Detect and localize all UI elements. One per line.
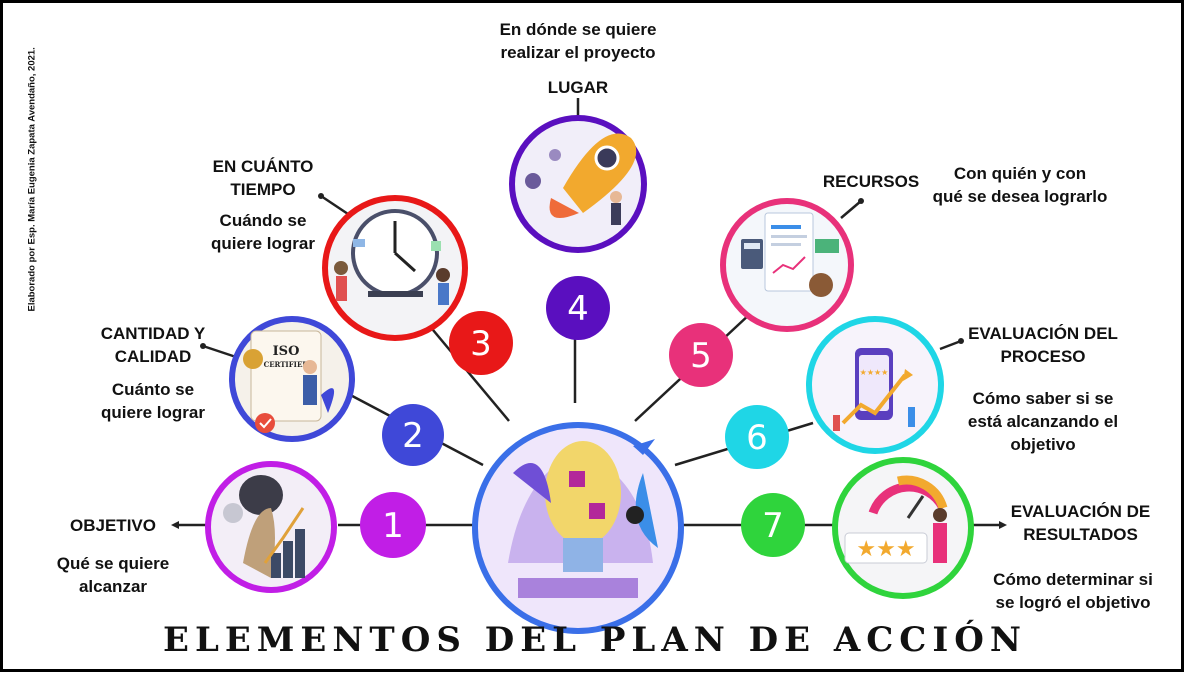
number-7: 7 — [762, 506, 784, 546]
description-recursos: Con quién y con qué se desea lograrlo — [932, 164, 1108, 206]
arrowhead-1 — [171, 521, 179, 529]
heading-objetivo: OBJETIVO — [70, 516, 156, 535]
number-badge-1: 1 — [360, 492, 426, 558]
number-4: 4 — [567, 289, 589, 329]
heading-evaluacion-resultados: EVALUACIÓN DE RESULTADOS — [1010, 502, 1151, 544]
pointer-6 — [939, 339, 962, 351]
arrowhead-7 — [999, 521, 1007, 529]
rocket-illustration-icon — [509, 115, 647, 253]
heading-lugar: LUGAR — [547, 78, 609, 97]
number-badge-6: 6 — [725, 405, 789, 469]
pointer-5 — [840, 200, 862, 219]
rating-gauge-illustration-icon: ★★★ — [832, 457, 974, 599]
number-1: 1 — [382, 506, 404, 546]
lightbulb-puzzle-illustration-icon — [472, 422, 684, 634]
number-badge-7: 7 — [741, 493, 805, 557]
number-badge-5: 5 — [669, 323, 733, 387]
iso-certified-label: CERTIFIED — [264, 360, 309, 369]
description-objetivo: Qué se quiere alcanzar — [56, 554, 170, 596]
clock-team-illustration-icon — [322, 195, 468, 341]
description-evaluacion-resultados: Cómo determinar si se logró el objetivo — [993, 570, 1153, 612]
heading-recursos: RECURSOS — [822, 172, 920, 191]
description-lugar: En dónde se quiere realizar el proyecto — [499, 20, 657, 62]
heading-tiempo: EN CUÁNTO TIEMPO — [212, 157, 314, 199]
objetivo-illustration-icon — [205, 461, 337, 593]
pointer-3 — [320, 194, 352, 218]
diagram-canvas: ISO CERTIFIED — [171, 98, 1007, 634]
iso-label: ISO — [273, 344, 300, 359]
page-title: ELEMENTOS DEL PLAN DE ACCIÓN — [163, 620, 1027, 660]
number-3: 3 — [470, 324, 492, 364]
number-2: 2 — [402, 416, 424, 456]
number-badge-4: 4 — [546, 276, 610, 340]
svg-text:★★★★: ★★★★ — [860, 368, 889, 377]
description-cantidad-calidad: Cuánto se quiere lograr — [101, 380, 205, 422]
heading-evaluacion-proceso: EVALUACIÓN DEL PROCESO — [968, 324, 1118, 366]
number-6: 6 — [746, 418, 768, 458]
pointer-2 — [202, 344, 240, 360]
heading-cantidad-calidad: CANTIDAD Y CALIDAD — [100, 324, 206, 366]
description-evaluacion-proceso: Cómo saber si se está alcanzando el obje… — [967, 389, 1119, 454]
iso-certified-illustration-icon: ISO CERTIFIED — [229, 316, 355, 442]
finance-documents-illustration-icon — [720, 198, 854, 332]
number-5: 5 — [690, 336, 712, 376]
growth-chart-illustration-icon: ★★★★ — [806, 316, 944, 454]
svg-text:★★★: ★★★ — [856, 537, 915, 562]
number-badge-2: 2 — [382, 404, 444, 466]
author-credit: Elaborado por Esp. María Eugenia Zapata … — [26, 47, 38, 312]
description-tiempo: Cuándo se quiere lograr — [211, 211, 315, 253]
number-badge-3: 3 — [449, 311, 513, 375]
